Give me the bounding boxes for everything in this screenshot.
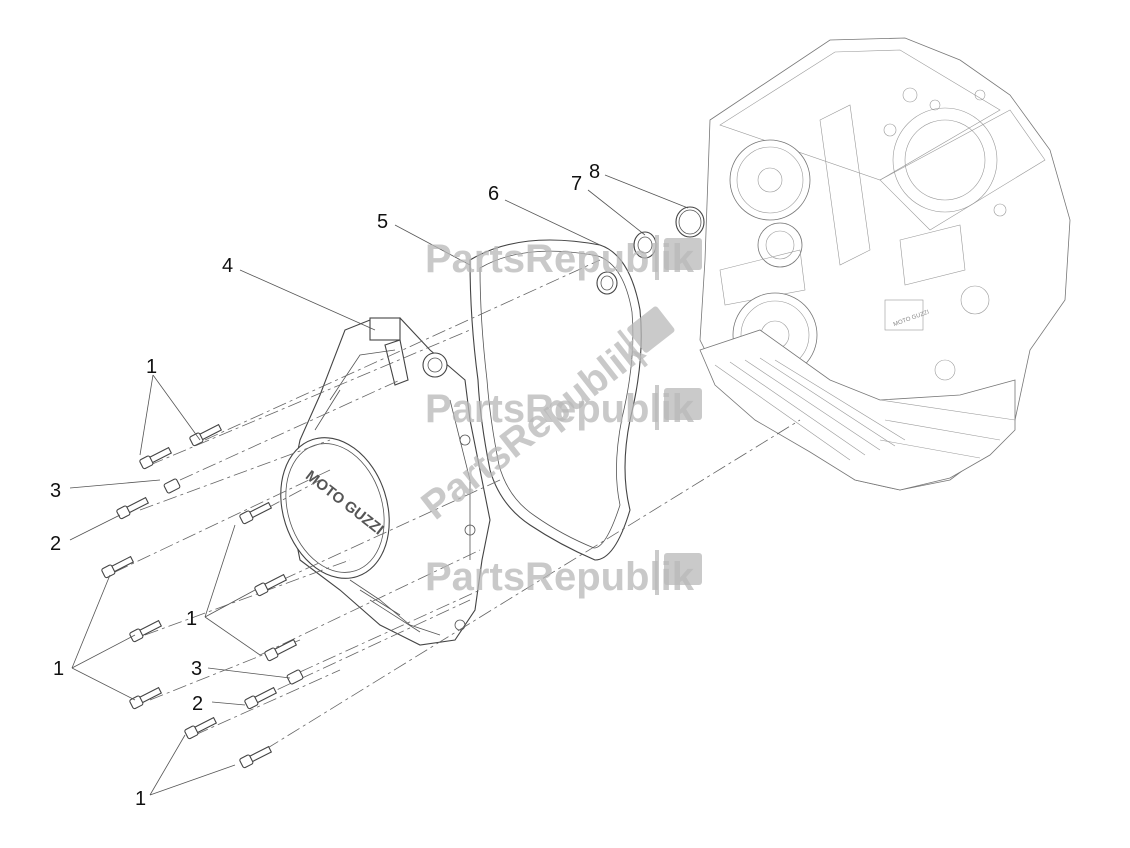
callout-6: 6 <box>488 183 499 205</box>
cap-screw <box>264 638 298 662</box>
callout-8: 8 <box>589 161 600 183</box>
cap-screw <box>239 501 273 525</box>
gear-flag-icon <box>664 388 702 420</box>
cap-screw <box>101 555 135 579</box>
callout-numbers: 1 3 2 1 1 3 2 1 4 5 6 7 8 <box>50 161 600 810</box>
callout-7: 7 <box>571 173 582 195</box>
watermark-3: PartsRepublik <box>425 550 702 599</box>
callout-1-left: 1 <box>53 658 64 680</box>
watermark-text: PartsRepublik <box>425 555 695 599</box>
callout-2-left: 2 <box>50 533 61 555</box>
watermark-2: PartsRepublik <box>425 385 702 431</box>
o-ring <box>675 206 705 238</box>
callout-1-middle: 1 <box>186 608 197 630</box>
bolt-group <box>101 423 304 769</box>
cap-screw <box>129 686 163 710</box>
callout-1-top: 1 <box>146 356 157 378</box>
gear-flag-icon <box>664 553 702 585</box>
cap-screw <box>116 496 150 520</box>
callout-3-middle: 3 <box>191 658 202 680</box>
callout-2-middle: 2 <box>192 693 203 715</box>
spacer-bushing <box>286 669 304 685</box>
cap-screw <box>189 423 223 447</box>
watermark-text: PartsRepublik <box>425 237 695 281</box>
watermark-text: PartsRepublik <box>425 387 695 431</box>
leader-lines <box>69 174 689 796</box>
gear-flag-icon <box>664 238 702 270</box>
callout-5: 5 <box>377 211 388 233</box>
cover-gasket <box>469 239 642 561</box>
cap-screw <box>129 619 163 643</box>
cap-screw <box>184 716 218 740</box>
small-seal <box>596 271 618 295</box>
cap-screw <box>239 745 273 769</box>
callout-4: 4 <box>222 255 233 277</box>
engine-crankcase: MOTO GUZZI <box>699 37 1071 491</box>
cap-screw <box>244 686 278 710</box>
callout-1-bottom: 1 <box>135 788 146 810</box>
callout-3-left: 3 <box>50 480 61 502</box>
gear-flag-icon <box>627 306 675 353</box>
spacer-bushing <box>163 478 181 494</box>
cap-screw <box>254 573 288 597</box>
cap-screw <box>139 446 173 470</box>
watermark-1: PartsRepublik <box>425 235 702 281</box>
